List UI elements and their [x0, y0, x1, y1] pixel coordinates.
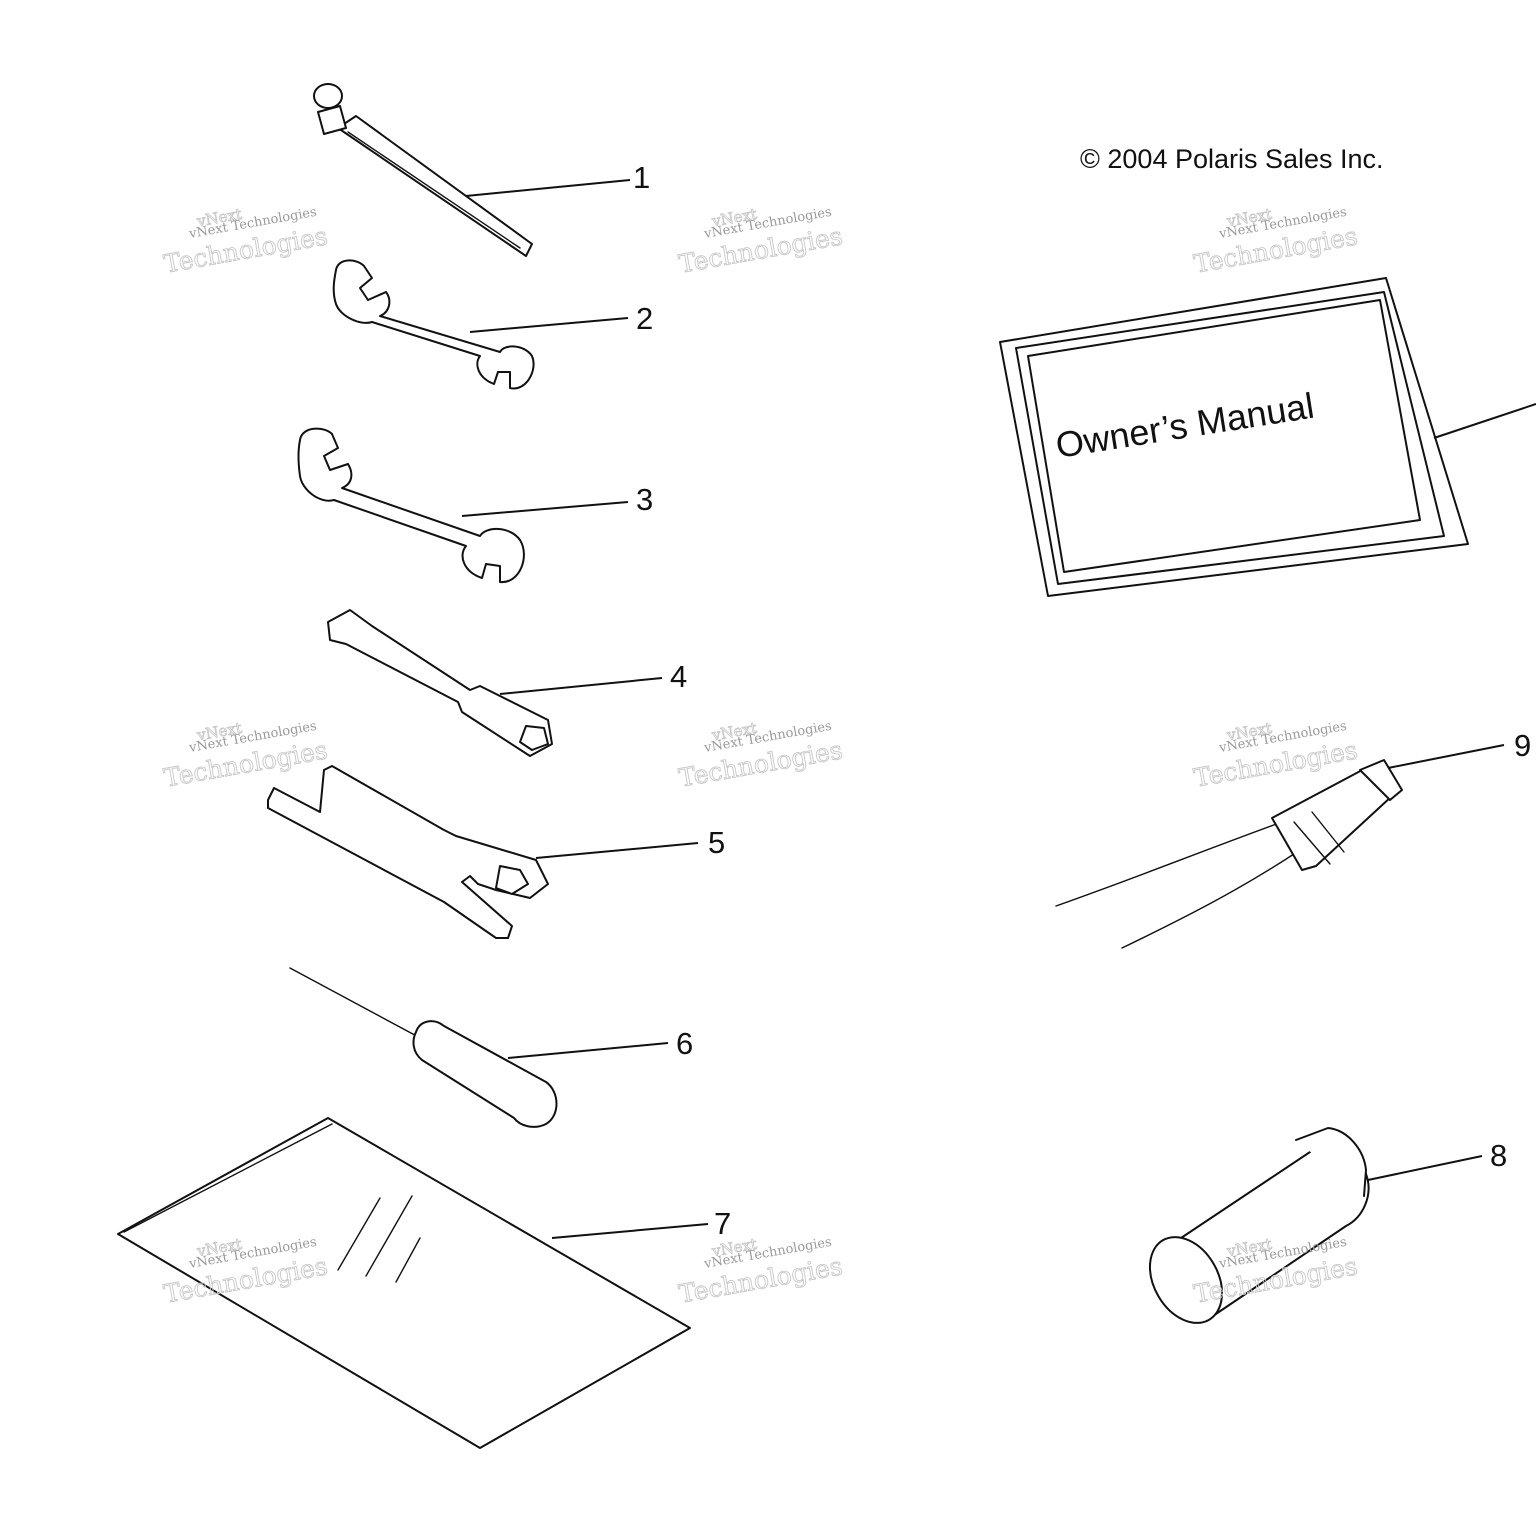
watermark: vNext vNext Technologies Technologies	[676, 204, 845, 279]
watermark: vNext vNext Technologies Technologies	[676, 1234, 845, 1309]
part-5-tool-bracket	[267, 765, 549, 939]
part-6-screwdriver	[289, 967, 558, 1128]
part-owners-manual: Owner’s Manual	[999, 277, 1469, 597]
callout-5: 5	[708, 825, 725, 860]
part-4-box-spanner	[327, 609, 553, 757]
part-8-cylinder-cap	[1148, 1127, 1370, 1324]
watermark: vNext vNext Technologies Technologies	[1191, 204, 1360, 279]
part-7-document-sleeve	[117, 1117, 691, 1449]
part-2-wrench	[332, 259, 535, 390]
callout-9: 9	[1514, 728, 1531, 763]
part-1-driver	[313, 83, 533, 257]
watermark: vNext vNext Technologies Technologies	[1191, 718, 1360, 793]
leader-lines	[461, 179, 1536, 1239]
part-9-connector	[1055, 759, 1403, 949]
callout-1: 1	[633, 160, 650, 195]
callout-6: 6	[676, 1026, 693, 1061]
watermark: vNext vNext Technologies Technologies	[161, 718, 330, 793]
callout-2: 2	[636, 301, 653, 336]
watermark: vNext vNext Technologies Technologies	[676, 718, 845, 793]
callout-7: 7	[714, 1206, 731, 1241]
callout-4: 4	[670, 659, 687, 694]
watermark: vNext vNext Technologies Technologies	[161, 204, 330, 279]
copyright-notice: © 2004 Polaris Sales Inc.	[1080, 144, 1384, 174]
callout-3: 3	[636, 482, 653, 517]
callout-8: 8	[1490, 1138, 1507, 1173]
part-3-wrench	[297, 427, 525, 584]
